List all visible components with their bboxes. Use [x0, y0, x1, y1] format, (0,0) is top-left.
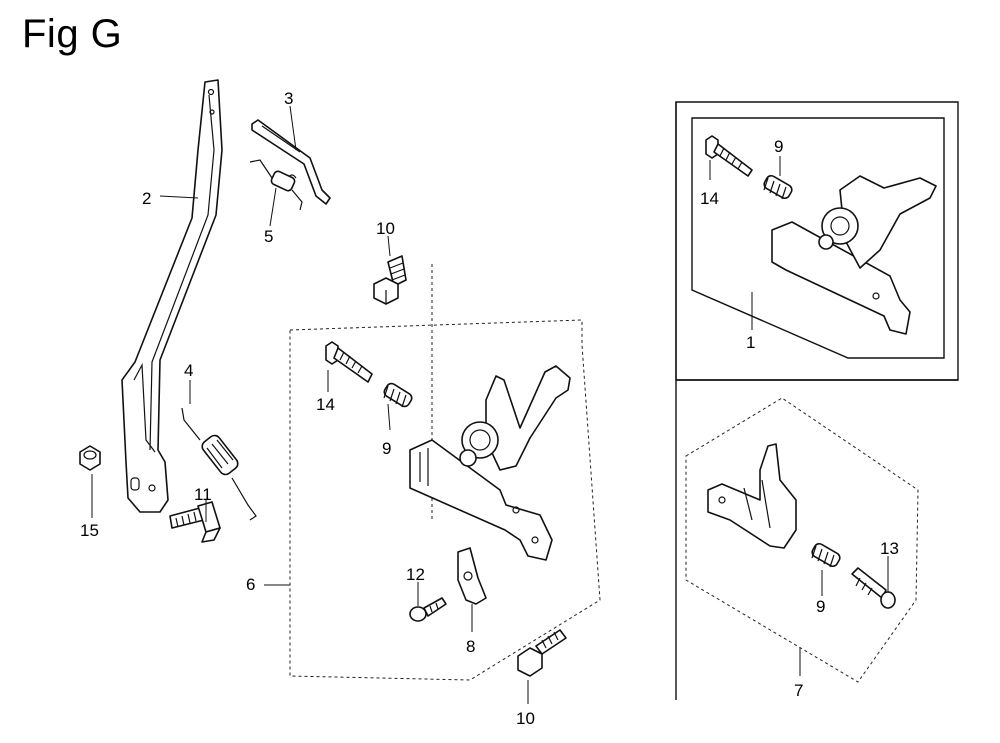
part-2-lever[interactable] — [121, 79, 223, 513]
part-12-screw[interactable] — [409, 597, 447, 622]
callout-14-left: 14 — [316, 395, 335, 414]
group-7-frame — [685, 397, 919, 683]
part-8-clip[interactable] — [457, 547, 487, 605]
callout-4: 4 — [184, 361, 193, 380]
callout-6: 6 — [246, 575, 255, 594]
part-14-bolt-left[interactable] — [325, 341, 373, 383]
callout-10-upper: 10 — [376, 219, 395, 238]
callout-13: 13 — [880, 539, 899, 558]
part-9-spring-right-top[interactable] — [762, 174, 793, 200]
callout-1: 1 — [746, 333, 755, 352]
governor-arm-assembly[interactable] — [409, 365, 571, 561]
callout-2: 2 — [142, 189, 151, 208]
leader-lines — [91, 105, 889, 704]
callout-5: 5 — [264, 227, 273, 246]
callout-9-right-bottom: 9 — [816, 597, 825, 616]
callout-12: 12 — [406, 565, 425, 584]
callout-8: 8 — [466, 637, 475, 656]
part-10-bolt-lower[interactable] — [517, 629, 567, 677]
part-9-spring-right-bottom[interactable] — [810, 542, 841, 568]
group-6-frame — [289, 264, 601, 681]
part-10-bolt-upper[interactable] — [373, 255, 407, 305]
part-9-spring-left[interactable] — [382, 382, 413, 409]
callout-15: 15 — [80, 521, 99, 540]
callout-labels: 3 2 5 10 4 14 9 11 15 6 12 8 10 9 14 1 1… — [80, 89, 899, 728]
part-3-rod[interactable] — [251, 119, 331, 205]
right-panel-frame — [675, 101, 959, 700]
part-11-bolt[interactable] — [169, 501, 221, 543]
callout-10-lower: 10 — [516, 709, 535, 728]
callout-14-right: 14 — [700, 189, 719, 208]
governor-bracket-assembly[interactable] — [771, 175, 937, 335]
figure-title: Fig G — [22, 12, 123, 56]
callout-11: 11 — [194, 485, 212, 504]
callout-7: 7 — [794, 681, 803, 700]
callout-3: 3 — [284, 89, 293, 108]
part-4-spring[interactable] — [181, 407, 257, 521]
callout-9-right-top: 9 — [774, 137, 783, 156]
group-1-frame — [691, 117, 945, 359]
part-13-bolt[interactable] — [851, 567, 896, 609]
part-5-spring[interactable] — [249, 159, 303, 211]
group-7-bracket[interactable] — [707, 443, 797, 549]
part-15-nut[interactable] — [79, 445, 101, 471]
part-14-bolt-right[interactable] — [705, 135, 753, 177]
callout-9-left: 9 — [382, 439, 391, 458]
